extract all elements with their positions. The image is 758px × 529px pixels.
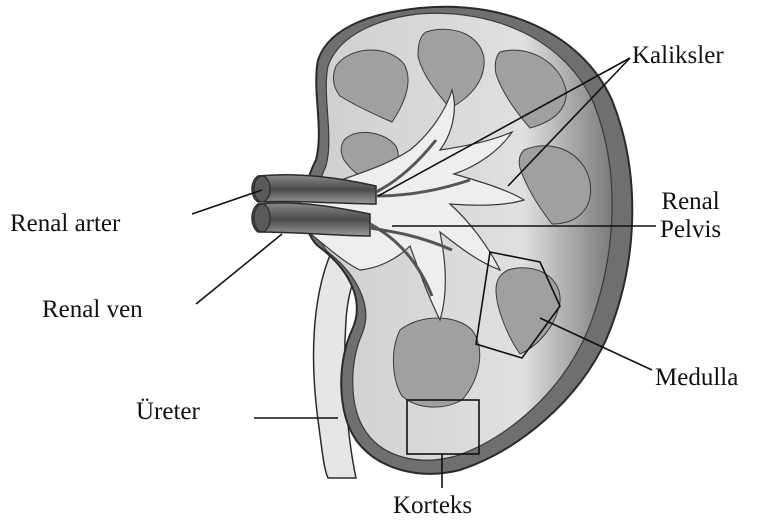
label-ureter: Üreter [136,398,200,426]
label-korteks: Korteks [393,492,472,520]
label-renal-arter: Renal arter [10,210,120,238]
label-medulla: Medulla [655,364,738,392]
label-renal-pelvis-line2: Pelvis [660,216,721,244]
label-renal-pelvis-line1: Renal [660,188,721,216]
label-renal-pelvis: Renal Pelvis [660,188,721,244]
label-renal-ven: Renal ven [42,296,143,324]
label-kaliksler: Kaliksler [632,42,724,70]
